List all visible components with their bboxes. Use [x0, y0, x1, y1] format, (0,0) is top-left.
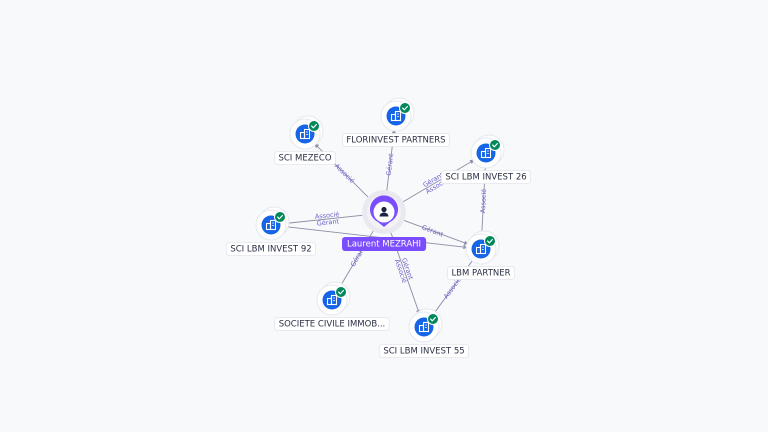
- edge-line: [398, 218, 469, 245]
- company-node-florinvest-partners[interactable]: FLORINVEST PARTNERS: [341, 97, 450, 147]
- building-icon: [390, 110, 402, 122]
- edge-center-societe-civile-immob: Gérant: [338, 226, 377, 289]
- company-label: SCI LBM INVEST 26: [440, 170, 531, 184]
- edge-label: Gérant: [385, 152, 396, 176]
- edge-line: [397, 159, 475, 206]
- verified-check-icon: [308, 120, 320, 132]
- nodes-layer: SCI MEZECO FLORINVEST PARTNERS SCI LBM INV…: [225, 97, 531, 358]
- verified-check-icon: [484, 235, 496, 247]
- center-layer: Laurent MEZRAHI: [342, 190, 427, 251]
- verified-check-icon: [427, 313, 439, 325]
- company-label: SCI LBM INVEST 55: [378, 344, 469, 358]
- person-icon: [379, 206, 389, 217]
- company-label-text: SCI LBM INVEST 55: [383, 347, 464, 357]
- building-icon: [326, 294, 338, 306]
- company-label: SOCIETE CIVILE IMMOB...: [274, 317, 390, 331]
- company-label: SCI LBM INVEST 92: [225, 242, 317, 256]
- company-label: LBM PARTNER: [446, 266, 515, 280]
- edge-label: Associé: [314, 210, 339, 221]
- company-label: SCI MEZECO: [274, 151, 336, 165]
- company-node-societe-civile-immob[interactable]: SOCIETE CIVILE IMMOB...: [274, 281, 390, 331]
- edge-label: Associé: [333, 162, 356, 185]
- person-label: Laurent MEZRAHI: [342, 237, 427, 251]
- company-node-sci-lbm-invest-26[interactable]: SCI LBM INVEST 26: [440, 134, 531, 184]
- verified-check-icon: [489, 139, 501, 151]
- company-label-text: SCI LBM INVEST 26: [445, 173, 526, 183]
- building-icon: [299, 128, 311, 140]
- edge-line: [338, 226, 377, 289]
- company-node-sci-mezeco[interactable]: SCI MEZECO: [274, 115, 336, 165]
- building-icon: [475, 243, 487, 255]
- building-icon: [480, 147, 492, 159]
- company-node-lbm-partner[interactable]: LBM PARTNER: [446, 230, 515, 280]
- company-label-text: LBM PARTNER: [451, 269, 510, 279]
- company-node-sci-lbm-invest-92[interactable]: SCI LBM INVEST 92: [225, 206, 317, 256]
- company-node-sci-lbm-invest-55[interactable]: SCI LBM INVEST 55: [378, 308, 469, 358]
- edge-label: Gérant: [316, 217, 340, 227]
- company-label-text: SOCIETE CIVILE IMMOB...: [279, 320, 386, 330]
- verified-check-icon: [274, 211, 286, 223]
- company-label-text: SCI LBM INVEST 92: [230, 245, 311, 255]
- edge-label: Gérant: [421, 223, 445, 238]
- verified-check-icon: [335, 286, 347, 298]
- person-label-text: Laurent MEZRAHI: [347, 240, 421, 250]
- company-label-text: SCI MEZECO: [278, 154, 331, 164]
- building-icon: [418, 321, 430, 333]
- edge-line: [284, 214, 369, 226]
- building-icon: [265, 219, 277, 231]
- company-label: FLORINVEST PARTNERS: [341, 133, 450, 147]
- verified-check-icon: [399, 102, 411, 114]
- person-node[interactable]: Laurent MEZRAHI: [342, 190, 427, 251]
- company-label-text: FLORINVEST PARTNERS: [346, 136, 445, 146]
- edge-label: Associé: [479, 189, 488, 214]
